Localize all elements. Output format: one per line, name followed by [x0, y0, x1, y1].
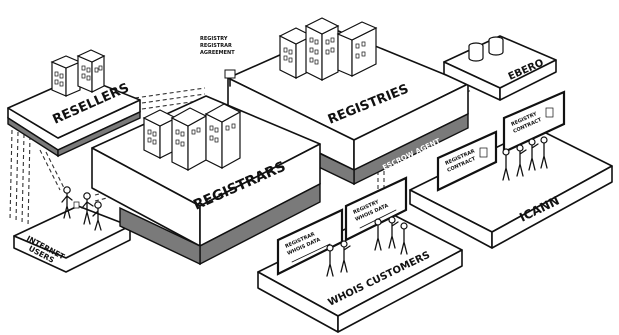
resellers-block: RESELLERS: [7, 49, 141, 158]
registrar-contract-board: REGISTRAR CONTRACT: [436, 130, 498, 192]
registries-block: REGISTRIES ESCROW AGENT: [227, 17, 469, 186]
ebero-block: EBERO: [443, 35, 557, 101]
registrar-whois-board: REGISTRAR WHOIS DATA: [276, 208, 344, 276]
registries-buildings: [278, 17, 378, 81]
whois-people: [326, 216, 408, 277]
registry-contract-board: REGISTRY CONTRACT: [502, 90, 566, 154]
icann-people: [502, 136, 548, 181]
whois-customers-block: WHOIS CUSTOMERS REGISTRAR WHOIS DATA REG…: [257, 176, 463, 333]
agreement-label-line3: AGREEMENT: [200, 50, 235, 56]
agreement-label-line1: REGISTRY: [200, 36, 228, 42]
registrars-buildings: [142, 103, 242, 172]
registry-whois-board: REGISTRY WHOIS DATA: [344, 176, 408, 242]
reseller-buildings: [50, 49, 106, 97]
database-icon: [468, 36, 504, 62]
registrars-block: REGISTRARS ESCROW AGENT: [91, 95, 321, 270]
agreement-label-line2: REGISTRAR: [200, 43, 232, 49]
icann-block: ICANN REGISTRAR CONTRACT REGISTRY CONTRA…: [409, 90, 613, 249]
registry-registrar-agreement: REGISTRY REGISTRAR AGREEMENT: [200, 36, 236, 87]
internet-users-people: [61, 186, 102, 231]
